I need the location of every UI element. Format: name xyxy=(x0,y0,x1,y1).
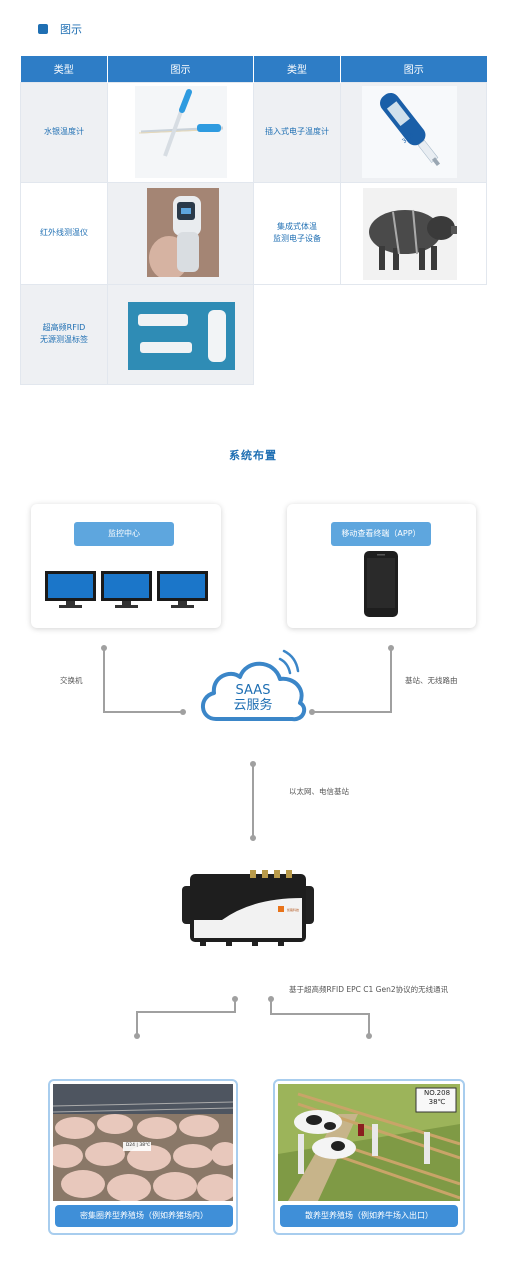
connector-line xyxy=(270,999,272,1014)
pig-farm-caption: 密集圈养型养殖场（例如养猪场内） xyxy=(55,1205,233,1227)
type-infrared-thermometer: 红外线测温仪 xyxy=(20,181,108,285)
connector-line xyxy=(252,764,254,837)
connector-dot xyxy=(366,1033,372,1039)
type-integrated-device: 集成式体温 监测电子设备 xyxy=(253,181,341,285)
rfid-protocol-label: 基于超高频RFID EPC C1 Gen2协议的无线通讯 xyxy=(289,985,449,994)
ethernet-label: 以太网、电信基站 xyxy=(289,787,349,796)
type-rfid-line2: 无源测温标签 xyxy=(40,335,88,344)
cattle-farm-image xyxy=(278,1084,460,1201)
connector-dot xyxy=(180,709,186,715)
type-integrated-line2: 监测电子设备 xyxy=(273,234,321,243)
section-header: 图示 xyxy=(38,22,82,36)
connector-line xyxy=(312,711,392,713)
switch-label: 交换机 xyxy=(60,676,83,685)
system-title: 系统布置 xyxy=(229,449,277,462)
phone-icon xyxy=(364,551,398,617)
type-rfid-tag: 超高频RFID 无源测温标签 xyxy=(20,283,108,385)
rfid-tags-image xyxy=(128,302,235,370)
infrared-thermometer-image xyxy=(147,188,219,277)
table-header-type: 类型 xyxy=(20,56,108,82)
mobile-app-label: 移动查看终端（APP） xyxy=(331,522,431,546)
gate-display: NO.208 38℃ xyxy=(418,1089,456,1107)
type-rfid-line1: 超高频RFID xyxy=(42,323,86,332)
cloud-icon xyxy=(196,645,310,727)
connector-line xyxy=(234,999,236,1012)
table-header-image: 图示 xyxy=(340,56,487,82)
connector-dot xyxy=(134,1033,140,1039)
connector-dot xyxy=(250,835,256,841)
type-mercury-thermometer: 水银温度计 xyxy=(20,81,108,183)
rfid-reader-image xyxy=(182,868,314,950)
display-number: NO.208 xyxy=(423,1089,451,1097)
type-digital-thermometer: 插入式电子温度计 xyxy=(253,81,341,183)
connector-line xyxy=(103,648,105,713)
pig-tag-label: D24 | 38℃ xyxy=(125,1143,151,1148)
base-station-label: 基站、无线路由 xyxy=(405,676,458,685)
connector-dot xyxy=(309,709,315,715)
section-marker-icon xyxy=(38,24,48,34)
display-temperature: 38℃ xyxy=(428,1098,446,1106)
reader-brand: 凯路科技 xyxy=(287,908,300,912)
cloud-line2: 云服务 xyxy=(233,698,273,713)
connector-line xyxy=(270,1013,370,1015)
connector-line xyxy=(103,711,183,713)
mercury-thermometer-image xyxy=(135,86,227,178)
connector-line xyxy=(136,1011,236,1013)
connector-line xyxy=(390,648,392,713)
connector-line xyxy=(136,1011,138,1035)
digital-thermometer-image: 37.5 xyxy=(362,86,457,178)
table-header-type: 类型 xyxy=(253,56,341,82)
section-title: 图示 xyxy=(60,23,82,36)
connector-line xyxy=(368,1013,370,1035)
cloud-label: SAAS 云服务 xyxy=(196,683,310,713)
cattle-farm-caption: 散养型养殖场（例如养牛场入出口） xyxy=(280,1205,458,1227)
table-header-image: 图示 xyxy=(107,56,254,82)
type-integrated-line1: 集成式体温 xyxy=(277,222,317,231)
pig-farm-image xyxy=(53,1084,233,1201)
monitors-icon xyxy=(45,570,210,610)
pig-device-image xyxy=(363,188,457,280)
monitor-center-label: 监控中心 xyxy=(74,522,174,546)
cloud-line1: SAAS xyxy=(235,683,271,698)
